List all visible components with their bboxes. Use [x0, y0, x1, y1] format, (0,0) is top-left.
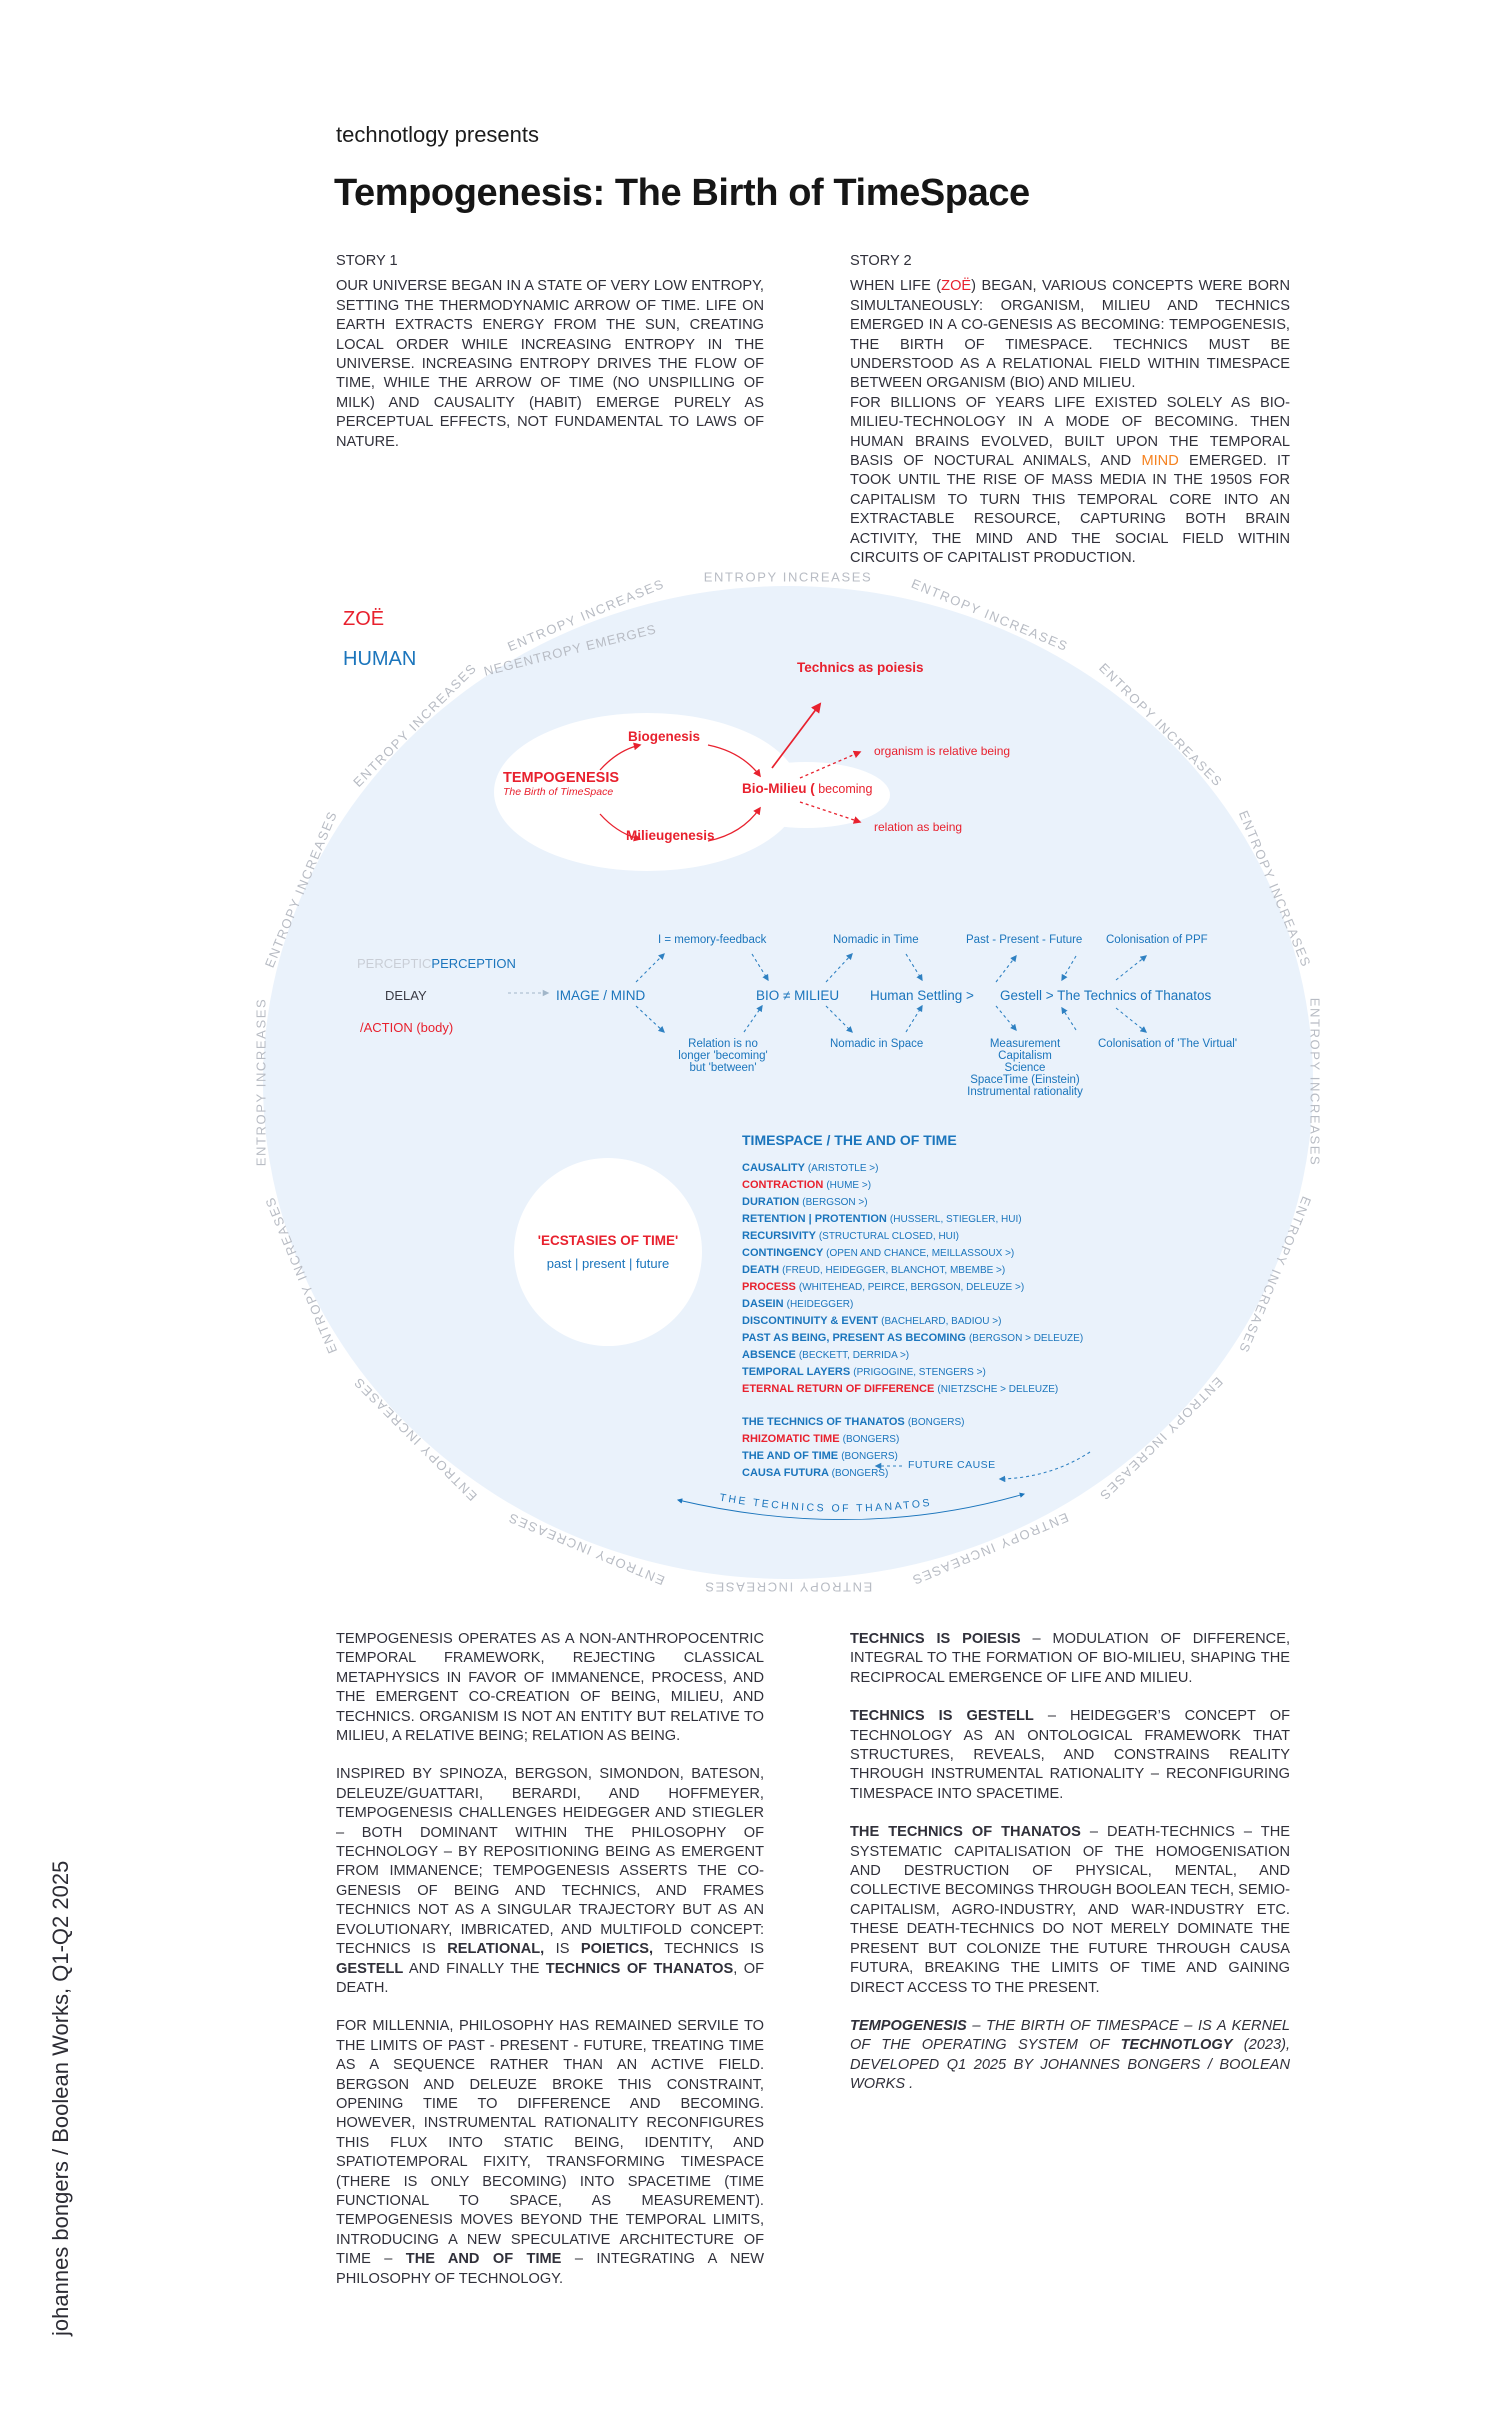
tempogenesis-title: TEMPOGENESIS: [503, 770, 620, 786]
story-1-heading: STORY 1: [336, 253, 398, 269]
tempogenesis-label: TEMPOGENESIS The Birth of TimeSpace: [503, 770, 619, 798]
bio-milieu-node: BIO ≠ MILIEU: [756, 988, 840, 1003]
timespace-item: CONTRACTION (HUME >): [742, 1179, 872, 1191]
colonisation-of-ppf-label: Colonisation of PPF: [1106, 934, 1208, 946]
human-settling-node: Human Settling >: [870, 988, 974, 1003]
timespace-item: PROCESS (WHITEHEAD, PEIRCE, BERGSON, DEL…: [742, 1281, 1025, 1293]
timespace-item: CAUSA FUTURA (BONGERS): [742, 1467, 889, 1479]
essay-right-paragraph-1: TECHNICS IS POIESIS – MODULATION OF DIFF…: [850, 1631, 1290, 1686]
tempogenesis-subtitle: The Birth of TimeSpace: [503, 786, 614, 798]
entropy-ring-label: ENTROPY INCREASES: [253, 997, 269, 1167]
essay-left-column: TEMPOGENESIS OPERATES AS A NON-ANTHROPOC…: [336, 1630, 764, 2308]
story-2: STORY 2 WHEN LIFE (ZOË) BEGAN, VARIOUS C…: [850, 252, 1290, 569]
gestell-node: Gestell > The Technics of Thanatos: [1000, 988, 1212, 1003]
timespace-item: PAST AS BEING, PRESENT AS BECOMING (BERG…: [742, 1332, 1084, 1344]
milieugenesis-label: Milieugenesis: [626, 828, 715, 843]
ecstasies-of-time-circle: 'ECSTASIES OF TIME' past | present | fut…: [514, 1158, 702, 1346]
timespace-item: RECURSIVITY (STRUCTURAL CLOSED, HUI): [742, 1230, 960, 1242]
nomadic-in-time-label: Nomadic in Time: [833, 934, 919, 946]
future-cause-label: FUTURE CAUSE: [908, 1459, 996, 1471]
timespace-item: DISCONTINUITY & EVENT (BACHELARD, BADIOU…: [742, 1315, 1002, 1327]
timespace-item: RETENTION | PROTENTION (HUSSERL, STIEGLE…: [742, 1213, 1022, 1225]
timespace-item: CONTINGENCY (OPEN AND CHANCE, MEILLASSOU…: [742, 1247, 1015, 1259]
image-mind-node: IMAGE / MIND: [556, 988, 646, 1003]
credit-vertical-text: johannes bongers / Boolean Works, Q1-Q2 …: [48, 1860, 73, 2336]
timespace-item: DURATION (BERGSON >): [742, 1196, 868, 1208]
human-label: HUMAN: [343, 648, 417, 670]
story-2-heading: STORY 2: [850, 253, 912, 269]
story-2-paragraph-2: FOR BILLIONS OF YEARS LIFE EXISTED SOLEL…: [850, 394, 1290, 567]
story-1-body: OUR UNIVERSE BEGAN IN A STATE OF VERY LO…: [336, 278, 764, 450]
perceptic-text: PERCEPTIC: [357, 956, 432, 971]
memory-feedback-label: I = memory-feedback: [658, 934, 767, 946]
page-title: Tempogenesis: The Birth of TimeSpace: [334, 172, 1030, 214]
relation-as-being-label: relation as being: [874, 820, 963, 834]
entropy-ring-label: ENTROPY INCREASES: [1307, 997, 1323, 1167]
timespace-item: THE TECHNICS OF THANATOS (BONGERS): [742, 1416, 965, 1428]
timespace-item: ETERNAL RETURN OF DIFFERENCE (NIETZSCHE …: [742, 1383, 1059, 1395]
entropy-ring-label: ENTROPY INCREASES: [703, 569, 873, 585]
entropy-ring-label: ENTROPY INCREASES: [703, 1579, 873, 1595]
essay-left-paragraph-1: TEMPOGENESIS OPERATES AS A NON-ANTHROPOC…: [336, 1631, 764, 1745]
perception-text: PERCEPTION: [431, 956, 516, 971]
timespace-list: CAUSALITY (ARISTOTLE >) CONTRACTION (HUME…: [742, 1160, 1083, 1398]
colonisation-virtual-label: Colonisation of 'The Virtual': [1098, 1038, 1238, 1050]
ecstasies-subtitle: past | present | future: [546, 1256, 670, 1271]
timespace-item: DEATH (FREUD, HEIDEGGER, BLANCHOT, MBEMB…: [742, 1264, 1006, 1276]
essay-left-paragraph-2: INSPIRED BY SPINOZA, BERGSON, SIMONDON, …: [336, 1766, 764, 1996]
presenter-line: technotlogy presents: [336, 122, 540, 147]
zoe-label: ZOË: [343, 608, 385, 630]
essay-right-paragraph-4: TEMPOGENESIS – THE BIRTH OF TIMESPACE – …: [850, 2017, 1291, 2093]
timespace-list-bongers: THE TECHNICS OF THANATOS (BONGERS) RHIZOM…: [742, 1414, 965, 1482]
timespace-item: RHIZOMATIC TIME (BONGERS): [742, 1433, 900, 1445]
timespace-item: THE AND OF TIME (BONGERS): [742, 1450, 898, 1462]
organism-relative-label: organism is relative being: [874, 744, 1011, 758]
timespace-item: TEMPORAL LAYERS (PRIGOGINE, STENGERS >): [742, 1366, 986, 1378]
bio-milieu-label: Bio-Milieu ( becoming: [742, 781, 872, 796]
biogenesis-label: Biogenesis: [628, 729, 701, 744]
bio-milieu-lead: Bio-Milieu (: [742, 781, 815, 796]
timespace-heading: TIMESPACE / THE AND OF TIME: [742, 1132, 957, 1148]
story-2-paragraph-1: WHEN LIFE (ZOË) BEGAN, VARIOUS CONCEPTS …: [850, 278, 1290, 392]
action-body-label: /ACTION (body): [360, 1020, 454, 1035]
perception-label: PERCEPTICPERCEPTION: [357, 956, 516, 971]
timespace-item: DASEIN (HEIDEGGER): [742, 1298, 854, 1310]
delay-label: DELAY: [385, 988, 427, 1003]
essay-right-paragraph-2: TECHNICS IS GESTELL – HEIDEGGER’S CONCEP…: [850, 1708, 1290, 1802]
ecstasies-title: 'ECSTASIES OF TIME': [537, 1233, 679, 1248]
essay-right-column: TECHNICS IS POIESIS – MODULATION OF DIFF…: [850, 1630, 1290, 2114]
nomadic-in-space-label: Nomadic in Space: [830, 1038, 924, 1050]
essay-right-paragraph-3: THE TECHNICS OF THANATOS – DEATH-TECHNIC…: [850, 1824, 1290, 1996]
technics-as-poiesis-label: Technics as poiesis: [797, 660, 924, 675]
story-1: STORY 1 OUR UNIVERSE BEGAN IN A STATE OF…: [336, 252, 764, 452]
essay-left-paragraph-3: FOR MILLENNIA, PHILOSOPHY HAS REMAINED S…: [336, 2018, 764, 2287]
bio-milieu-becoming: becoming: [814, 782, 873, 796]
timespace-item: CAUSALITY (ARISTOTLE >): [742, 1162, 879, 1174]
past-present-future-label: Past - Present - Future: [966, 934, 1083, 946]
timespace-item: ABSENCE (BECKETT, DERRIDA >): [742, 1349, 910, 1361]
